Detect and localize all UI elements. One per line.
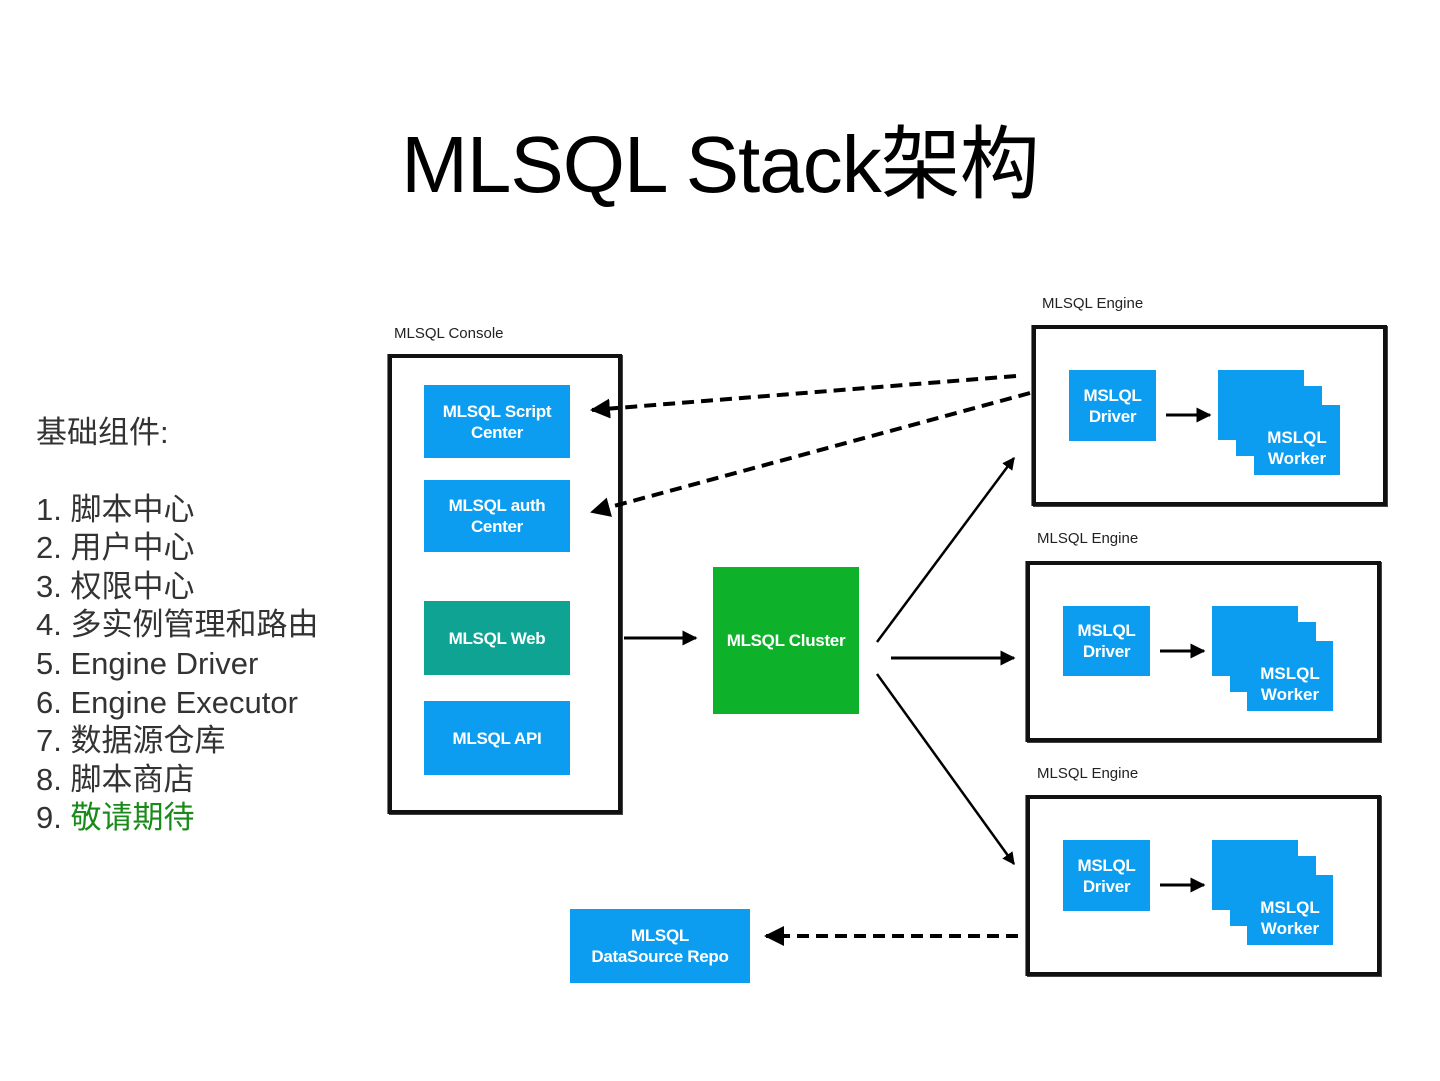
components-heading: 基础组件: [36,415,169,450]
components-list: 基础组件: 1. 脚本中心 2. 用户中心 3. 权限中心 4. 多实例管理和路… [36,414,318,838]
edge-cluster-to-engine1 [875,456,1016,643]
list-item: 1. 脚本中心 [36,491,195,527]
engine-3-label: MLSQL Engine [1037,765,1139,782]
list-item-highlight: 9. 敬请期待 [36,800,195,836]
cluster-box: MLSQL Cluster [713,567,859,714]
slide-title: MLSQL Stack架构 [401,120,1040,209]
list-item: 2. 用户中心 [36,530,195,566]
list-item: 3. 权限中心 [36,568,195,604]
edge-engine1-to-auth-center [590,391,1031,517]
list-item: 5. Engine Driver [36,645,259,681]
list-item: 4. 多实例管理和路由 [36,607,319,643]
list-item: 7. 数据源仓库 [36,723,226,759]
api-box: MLSQL API [424,701,570,775]
console-label: MLSQL Console [394,325,504,342]
web-box: MLSQL Web [424,601,570,675]
edge-engine1-to-script-center [590,374,1017,419]
engine-2-label: MLSQL Engine [1037,530,1139,547]
list-item: 8. 脚本商店 [36,761,195,797]
engine-1-label: MLSQL Engine [1042,295,1144,312]
list-item: 6. Engine Executor [36,684,298,720]
edge-cluster-to-engine3 [875,673,1016,866]
coming-soon-text: 敬请期待 [70,800,195,836]
